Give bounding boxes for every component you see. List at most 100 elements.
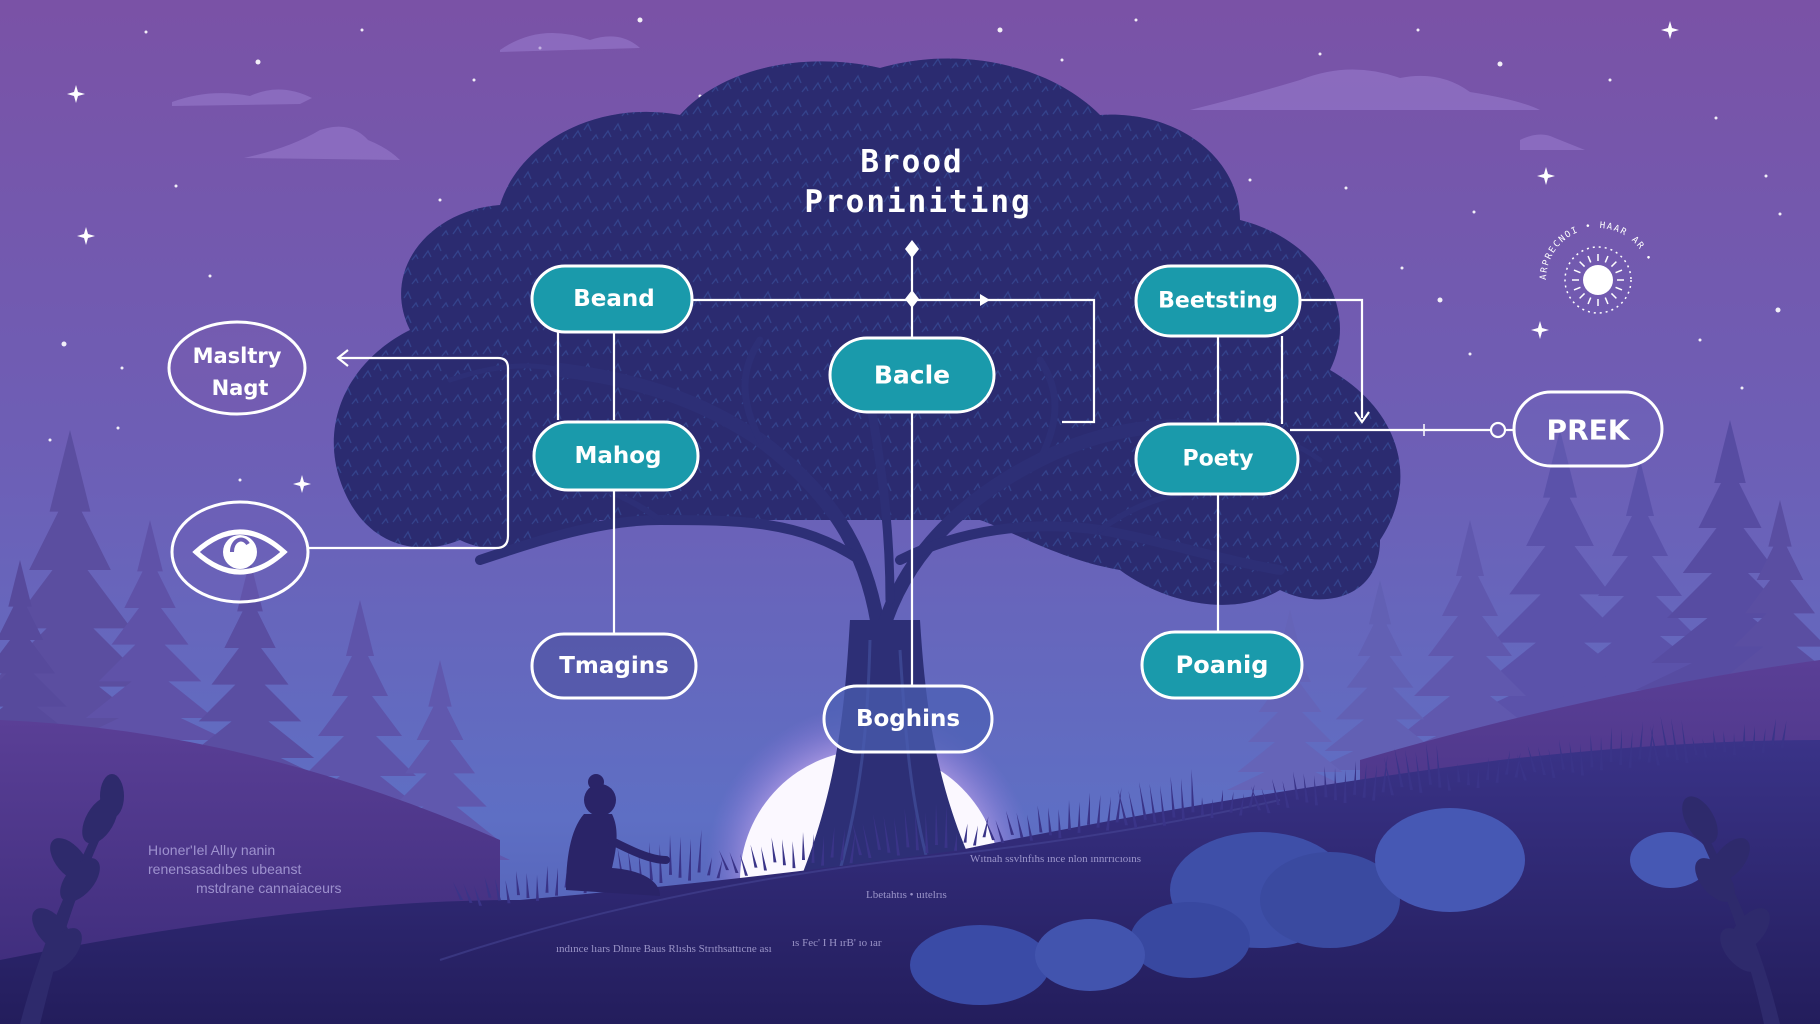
grass-blade xyxy=(1229,791,1234,813)
node-mahog[interactable]: Mahog xyxy=(532,420,700,492)
star-icon xyxy=(1344,186,1348,190)
fern-right xyxy=(1682,796,1780,1024)
badge-ray xyxy=(1610,261,1617,268)
grass-blade xyxy=(982,816,989,838)
star-icon xyxy=(1698,338,1702,342)
node-poanig[interactable]: Poanig xyxy=(1140,630,1304,700)
node-poety-label: Poety xyxy=(1182,447,1253,472)
grass-blade xyxy=(463,883,473,903)
pine-tree xyxy=(1556,460,1724,700)
grass-blade xyxy=(1282,780,1290,808)
grass-blade xyxy=(1650,725,1660,766)
grass-blade xyxy=(852,821,862,856)
grass-blade xyxy=(1139,781,1147,820)
grass-blade xyxy=(1048,807,1052,836)
grass-blade xyxy=(1077,801,1081,833)
grass-blade xyxy=(453,882,463,900)
grass-blade xyxy=(1647,723,1654,763)
node-bacle[interactable]: Bacle xyxy=(828,336,996,414)
node-beetsting-label: Beetsting xyxy=(1158,289,1278,314)
grass-blade xyxy=(894,817,900,856)
node-mastery[interactable]: Masltry Nagt xyxy=(167,320,307,416)
badge-ray xyxy=(1587,297,1592,305)
grass-blade xyxy=(973,825,978,846)
grass-blade xyxy=(1681,719,1689,763)
grass-blade xyxy=(954,832,957,851)
star-icon xyxy=(1537,167,1555,185)
grass-blade xyxy=(1457,763,1461,783)
pine-tree xyxy=(1227,610,1353,790)
grass-blade xyxy=(1505,750,1510,775)
node-boghins-label: Boghins xyxy=(856,706,960,732)
star-icon xyxy=(1416,28,1420,32)
star-icon xyxy=(293,475,311,493)
grass-blade xyxy=(849,830,856,864)
grass-blade xyxy=(1272,778,1280,805)
grass-blade xyxy=(761,846,767,871)
star-icon xyxy=(1775,307,1781,313)
node-mahog-label: Mahog xyxy=(574,443,661,469)
grass-blade xyxy=(750,844,758,868)
pine-tree xyxy=(0,560,90,760)
node-boghins[interactable]: Boghins xyxy=(822,684,994,754)
grass-blade xyxy=(840,828,845,861)
star-icon xyxy=(174,184,178,188)
star-icon xyxy=(438,198,442,202)
grass-blade xyxy=(716,859,723,879)
stars xyxy=(48,17,1782,493)
grass-blade xyxy=(707,857,712,876)
grass-blade xyxy=(1293,771,1299,800)
grass-blade xyxy=(1548,748,1556,778)
ground-caption: Wıtnah ssvlnfıhs ınce nlon ınnrrıcıoıns … xyxy=(556,853,1141,955)
badge-ray xyxy=(1573,269,1581,274)
star-icon xyxy=(255,59,261,65)
star-icon xyxy=(1608,78,1612,82)
grass-blade xyxy=(1476,767,1480,789)
grass-blade xyxy=(1467,765,1470,786)
node-beand-label: Beand xyxy=(573,286,655,312)
badge-ray xyxy=(1579,292,1586,299)
node-prek-label: PREK xyxy=(1547,414,1631,447)
pine-tree xyxy=(1313,580,1447,770)
grass-blade xyxy=(1191,769,1195,813)
grass-blade xyxy=(1128,791,1138,829)
grass-blade xyxy=(505,880,511,904)
caption-line-1: Hıoner'Iel Allıy nanin xyxy=(148,842,275,858)
caption-line-3: mstdrane cannaiaceurs xyxy=(196,880,342,896)
node-beand[interactable]: Beand xyxy=(530,264,694,334)
grass-blade xyxy=(1037,805,1043,833)
badge-ray xyxy=(1615,269,1623,274)
node-tmagins[interactable]: Tmagins xyxy=(530,632,698,700)
grass-blade xyxy=(678,836,682,878)
star-icon xyxy=(997,27,1003,33)
node-poety[interactable]: Poety xyxy=(1134,422,1300,496)
pine-tree xyxy=(1635,420,1820,690)
caption-line-2: renensasadıbes ubeanst xyxy=(148,861,301,877)
node-prek[interactable]: PREK xyxy=(1512,390,1664,468)
grass-blade xyxy=(985,818,995,841)
star-icon xyxy=(1437,297,1443,303)
star-icon xyxy=(1661,21,1679,39)
grass-blade xyxy=(729,851,739,873)
star-icon xyxy=(1497,61,1503,67)
grass-blade xyxy=(1314,775,1318,806)
left-caption: Hıoner'Iel Allıy nanin renensasadıbes ub… xyxy=(148,842,342,896)
grass-blade xyxy=(1569,741,1575,773)
diagram-title-line-2: Proniniting xyxy=(804,184,1031,220)
grass-blade xyxy=(935,803,938,845)
star-icon xyxy=(208,274,212,278)
grass-blade xyxy=(740,853,748,876)
node-beetsting[interactable]: Beetsting xyxy=(1134,264,1302,338)
grass-blade xyxy=(697,829,702,873)
star-icon xyxy=(1134,18,1138,22)
grass-blade xyxy=(1628,730,1633,768)
grass-blade xyxy=(1149,783,1157,823)
node-eye[interactable] xyxy=(170,500,310,604)
star-icon xyxy=(1468,352,1472,356)
node-poanig-label: Poanig xyxy=(1176,651,1269,679)
grass-blade xyxy=(873,813,881,850)
grass-blade xyxy=(782,839,786,866)
eye-icon xyxy=(192,529,288,575)
grass-blade xyxy=(1251,786,1261,811)
grass-blade xyxy=(495,878,501,901)
